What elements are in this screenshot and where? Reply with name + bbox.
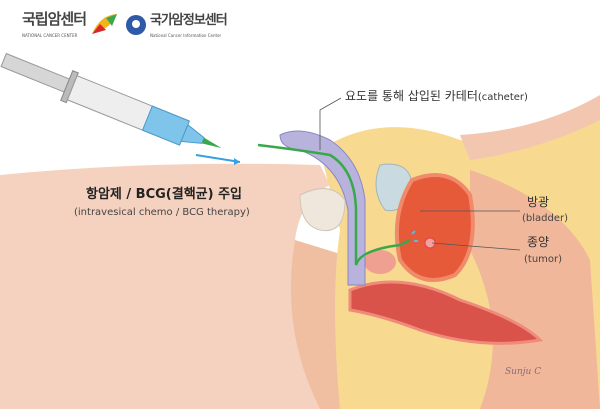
injection-arrow-head bbox=[234, 158, 240, 165]
bladder bbox=[394, 173, 475, 282]
catheter-label-ko: 요도를 통해 삽입된 카테터 bbox=[345, 89, 478, 103]
fluid-drops bbox=[411, 230, 418, 242]
tumor-leader-line bbox=[431, 242, 521, 251]
catheter-leader-line bbox=[319, 97, 342, 150]
bladder-label: 방광 bbox=[527, 195, 550, 209]
scrotum bbox=[299, 188, 346, 232]
tumor-label: 종양 bbox=[527, 235, 550, 249]
rectum bbox=[348, 280, 544, 345]
ncc-logo-text: 국립암센터 bbox=[22, 10, 87, 28]
injection-label: 항암제 / BCG(결핵균) 주입 bbox=[86, 187, 243, 202]
tumor-label-en: (tumor) bbox=[524, 254, 563, 265]
injection-label-en: (intravesical chemo / BCG therapy) bbox=[74, 207, 250, 218]
artist-signature: Sunju C bbox=[505, 367, 542, 377]
prostate bbox=[364, 250, 396, 274]
ncic-logo-text: 국가암정보센터 bbox=[150, 13, 228, 28]
syringe bbox=[0, 52, 222, 149]
ncic-logo-subtitle: National Cancer Information Center bbox=[150, 33, 222, 38]
bladder-label-en: (bladder) bbox=[522, 213, 569, 224]
catheter-label: 요도를 통해 삽입된 카테터(catheter) bbox=[345, 89, 528, 103]
abdominal-wall bbox=[460, 95, 600, 160]
pelvic-floor bbox=[470, 170, 600, 409]
catheter bbox=[257, 143, 411, 266]
catheter-label-en: (catheter) bbox=[477, 92, 528, 103]
ncc-logo-subtitle: NATIONAL CANCER CENTER bbox=[22, 33, 78, 38]
injection-arrow-icon bbox=[195, 154, 241, 163]
body-skin bbox=[0, 163, 330, 409]
